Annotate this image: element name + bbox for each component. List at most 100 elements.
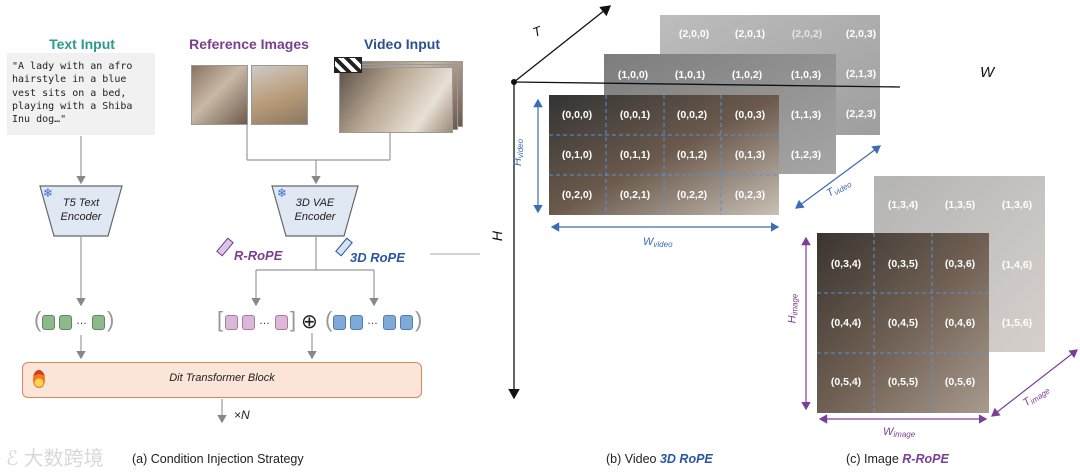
image-panel-graphics xyxy=(801,176,1078,424)
token-bracket-left: ( xyxy=(34,307,42,332)
plus-icon: ⊕ xyxy=(301,311,318,333)
t5-encoder-label-2: Encoder xyxy=(60,211,102,223)
vae-encoder-label-2: Encoder xyxy=(294,211,336,223)
video-token xyxy=(383,315,396,330)
w-video-label: Wvideo xyxy=(643,236,673,249)
h-video-label: Hvideo xyxy=(512,139,525,166)
frame2-label: (2,0,2) xyxy=(791,28,823,40)
dit-block-label: Dit Transformer Block xyxy=(169,372,275,384)
image-front-label: (0,4,5) xyxy=(887,317,919,329)
caption-b-tag: 3D RoPE xyxy=(659,452,713,466)
r-rope-tag: R-RoPE xyxy=(234,248,283,263)
frame0-label: (0,0,0) xyxy=(561,109,593,121)
image-front-label: (0,4,6) xyxy=(944,317,976,329)
frame1-label: (1,1,3) xyxy=(790,109,822,121)
image-front-label: (0,3,4) xyxy=(830,258,862,270)
frame2-label: (2,2,3) xyxy=(845,108,877,120)
dit-transformer-block: Dit Transformer Block xyxy=(22,362,422,398)
image-front-label: (0,5,5) xyxy=(887,376,919,388)
image-front-label: (0,3,6) xyxy=(944,258,976,270)
h-video-main: H xyxy=(512,158,525,167)
reference-token xyxy=(275,315,288,330)
image-back-label: (1,3,4) xyxy=(887,199,919,211)
frame1-label: (1,0,3) xyxy=(790,69,822,81)
reference-token xyxy=(225,315,238,330)
video-token xyxy=(333,315,346,330)
frame0-label: (0,1,2) xyxy=(676,149,708,161)
vae-encoder-shape xyxy=(271,185,359,237)
reference-token xyxy=(242,315,255,330)
video-token xyxy=(400,315,413,330)
image-back-label: (1,3,5) xyxy=(944,199,976,211)
text-token xyxy=(42,315,55,330)
image-front-label: (0,4,4) xyxy=(830,317,862,329)
frame2-label: (2,0,0) xyxy=(678,28,710,40)
axis-h-label: H xyxy=(489,230,506,242)
text-token xyxy=(59,315,72,330)
token-bracket-left: [ xyxy=(217,307,224,332)
vae-encoder-label-1: 3D VAE xyxy=(295,197,335,209)
caption-b-prefix: (b) Video xyxy=(606,452,660,466)
caption-b: (b) Video 3D RoPE xyxy=(606,452,713,466)
t5-encoder-label-1: T5 Text xyxy=(62,197,100,209)
image-back-label: (1,3,6) xyxy=(1001,199,1033,211)
video-panel-graphics xyxy=(508,5,900,400)
text-input-title: Text Input xyxy=(49,36,115,52)
snowflake-icon: ❄ xyxy=(277,186,288,200)
watermark-logo: ℰ 大数跨境 xyxy=(6,448,104,470)
caption-c-tag: R-RoPE xyxy=(902,452,949,466)
reference-image-1 xyxy=(191,65,248,125)
rope-3d-tag: 3D RoPE xyxy=(350,250,405,265)
w-image-label: Wimage xyxy=(883,426,915,439)
h-image-sub: image xyxy=(790,293,800,316)
frame0-label: (0,1,1) xyxy=(619,149,651,161)
t5-encoder-shape xyxy=(39,185,123,237)
repeat-label: ×N xyxy=(234,408,250,422)
frame1-label: (1,0,2) xyxy=(731,69,763,81)
caption-c: (c) Image R-RoPE xyxy=(846,452,949,466)
clapperboard-icon xyxy=(334,57,362,73)
text-prompt: "A lady with an afro hairstyle in a blue… xyxy=(7,53,155,135)
left-panel-lines xyxy=(39,33,480,424)
image-back-label: (1,4,6) xyxy=(1001,259,1033,271)
frame0-label: (0,0,3) xyxy=(734,109,766,121)
image-front-label: (0,5,4) xyxy=(830,376,862,388)
image-front-label: (0,5,6) xyxy=(944,376,976,388)
token-ellipsis: … xyxy=(76,315,87,327)
frame0-label: (0,2,0) xyxy=(561,189,593,201)
frame0-label: (0,1,0) xyxy=(561,149,593,161)
image-front-label: (0,3,5) xyxy=(887,258,919,270)
frame2-label: (2,0,1) xyxy=(734,28,766,40)
video-token xyxy=(350,315,363,330)
token-ellipsis: … xyxy=(367,315,378,327)
w-video-main: W xyxy=(643,236,654,248)
token-bracket-left: ( xyxy=(325,307,333,332)
snowflake-icon: ❄ xyxy=(43,186,54,200)
video-input-title: Video Input xyxy=(364,36,440,52)
text-token-group: ( … ) xyxy=(34,307,116,332)
frame1-label: (1,0,1) xyxy=(674,69,706,81)
h-image-main: H xyxy=(786,315,799,324)
fire-icon xyxy=(33,370,45,388)
frame0-label: (0,2,1) xyxy=(619,189,651,201)
text-token xyxy=(92,315,105,330)
frame0-label: (0,0,1) xyxy=(619,109,651,121)
caption-a: (a) Condition Injection Strategy xyxy=(132,452,304,466)
frame0-label: (0,2,2) xyxy=(676,189,708,201)
reference-token-group: [ … ] xyxy=(217,307,299,332)
image-back-label: (1,5,6) xyxy=(1001,317,1033,329)
w-image-sub: image xyxy=(893,430,916,439)
video-token-group: ( … ) xyxy=(325,307,427,332)
frame0-label: (0,0,2) xyxy=(676,109,708,121)
axis-origin xyxy=(511,79,517,85)
frame1-label: (1,2,3) xyxy=(790,149,822,161)
w-video-sub: video xyxy=(653,240,673,249)
token-ellipsis: … xyxy=(259,315,270,327)
token-bracket-right: ) xyxy=(415,307,423,332)
frame0-label: (0,1,3) xyxy=(734,149,766,161)
h-image-label: Himage xyxy=(786,294,799,324)
video-frame-front xyxy=(339,67,453,133)
frame1-label: (1,0,0) xyxy=(617,69,649,81)
token-bracket-right: ) xyxy=(107,307,115,332)
w-image-main: W xyxy=(883,426,894,438)
